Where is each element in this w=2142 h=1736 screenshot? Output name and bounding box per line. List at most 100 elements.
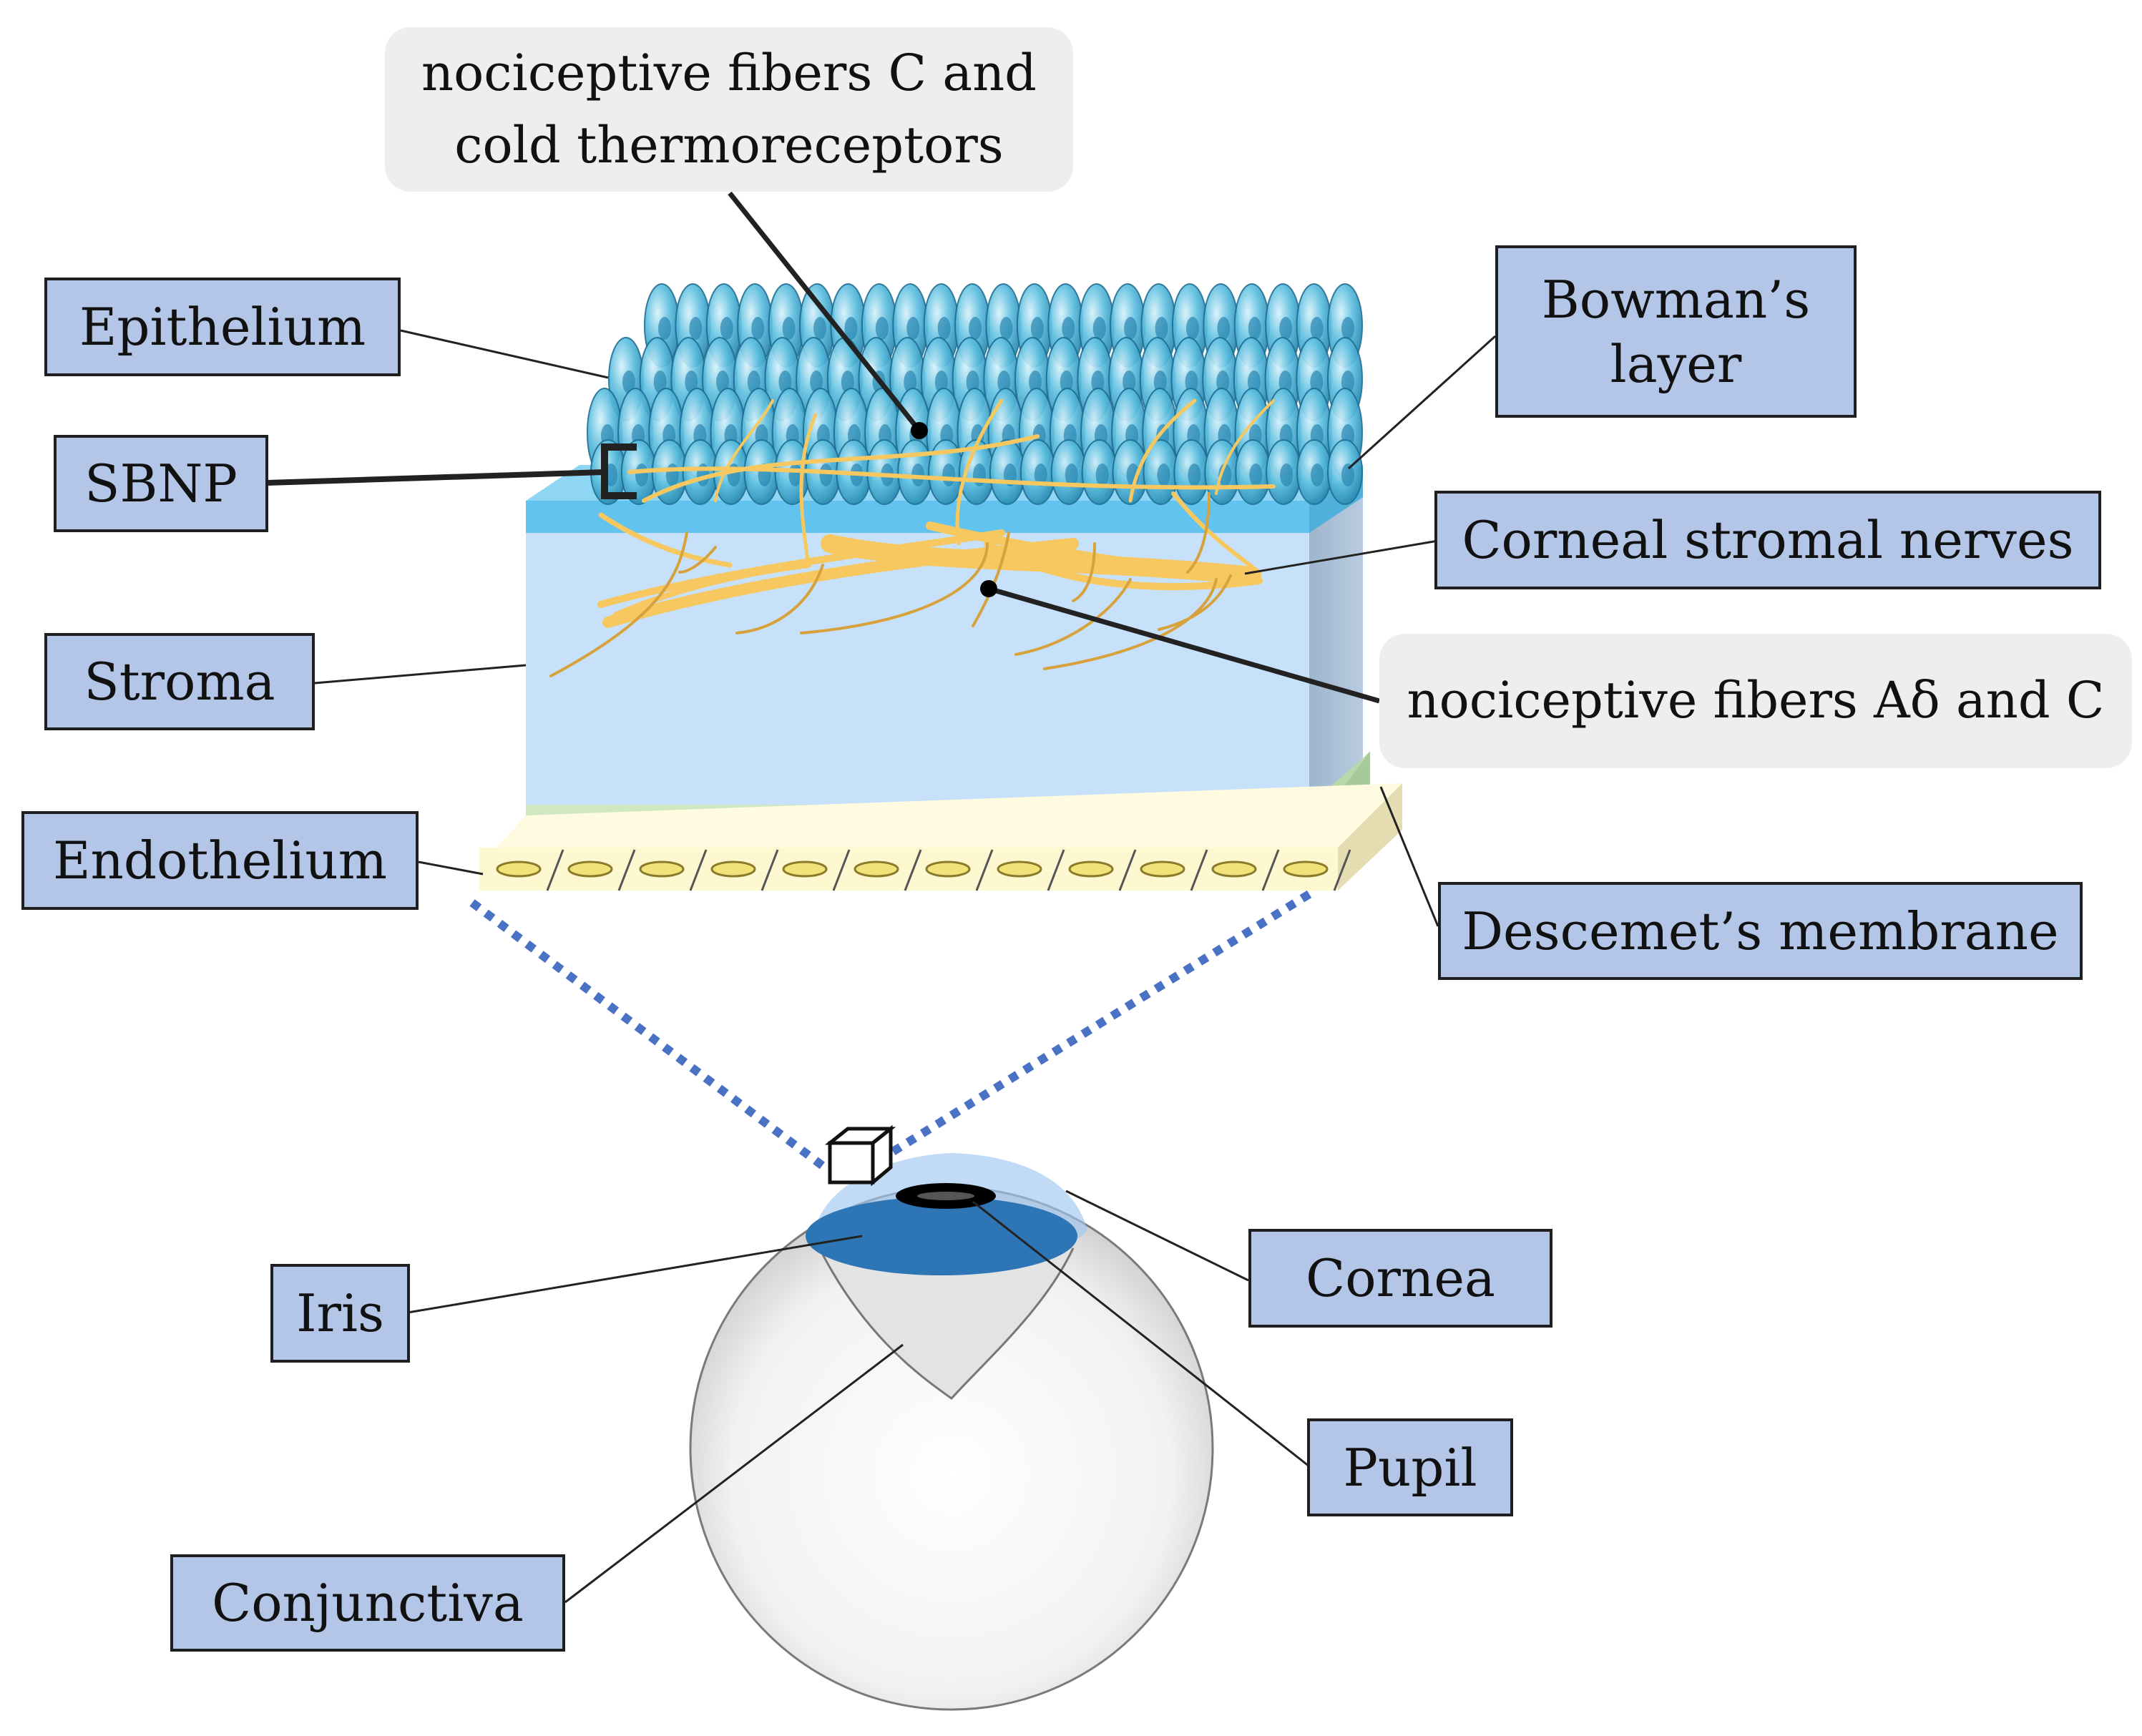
label-bowmans-layer: Bowman’s layer (1495, 245, 1857, 418)
epithelial-cell-nucleus (1062, 317, 1075, 340)
epithelial-cell-nucleus (1034, 464, 1047, 486)
epithelial-cell-nucleus (1124, 317, 1138, 340)
epithelial-cell-nucleus (937, 317, 951, 340)
epithelial-cell-nucleus (942, 464, 956, 486)
leader-lines (268, 191, 1497, 1604)
corneal-nerves (549, 398, 1276, 677)
epithelial-cell-nucleus (1279, 317, 1293, 340)
iris-disc (806, 1197, 1077, 1275)
epithelial-cell-nucleus (1341, 317, 1354, 340)
epithelial-cell-nucleus (841, 371, 854, 393)
endothelium-slab (479, 783, 1402, 891)
endothelial-cell (1283, 860, 1329, 878)
label-bowmans-layer-line1: Bowman’s (1541, 269, 1811, 330)
conjunctiva-fold (813, 1237, 1075, 1400)
epithelial-cell-nucleus (911, 464, 925, 486)
epithelial-cell-nucleus (1216, 371, 1230, 393)
epithelial-cell-nucleus (844, 317, 858, 340)
epithelial-cell-nucleus (1092, 317, 1106, 340)
epithelial-cell-nucleus (999, 317, 1013, 340)
endothelial-cell-divider (1047, 849, 1065, 891)
label-endothelium: Endothelium (21, 811, 419, 910)
callout-top-line2: cold thermoreceptors (454, 116, 1004, 175)
endothelial-cell-divider (1190, 849, 1208, 891)
epithelial-cell-nucleus (1155, 317, 1168, 340)
epithelial-cell-nucleus (1249, 464, 1263, 486)
label-descemets-membrane: Descemet’s membrane (1438, 882, 2083, 980)
epithelial-cell-nucleus (1341, 371, 1354, 393)
epithelial-cell-nucleus (969, 317, 982, 340)
endothelial-cell (1140, 860, 1185, 878)
epithelial-cell-nucleus (1188, 464, 1201, 486)
epithelial-cell-nucleus (997, 371, 1011, 393)
zoom-lines (469, 890, 1312, 1169)
epithelial-cell-nucleus (665, 464, 679, 486)
endothelial-cell-divider (832, 849, 851, 891)
epithelial-cell-nucleus (716, 371, 730, 393)
epithelial-cell-nucleus (1123, 371, 1136, 393)
epithelium-cells (587, 283, 1363, 505)
epithelial-cell-nucleus (1091, 371, 1105, 393)
label-epithelium: Epithelium (44, 278, 401, 376)
epithelial-cell-nucleus (778, 371, 792, 393)
endothelial-cell (997, 860, 1042, 878)
epithelial-cell-nucleus (819, 464, 833, 486)
endothelial-cell-divider (546, 849, 564, 891)
epithelial-cell-nucleus (635, 464, 648, 486)
endothelial-cell-divider (1118, 849, 1137, 891)
epithelial-cell-nucleus (1185, 371, 1198, 393)
epithelial-cell-nucleus (1311, 464, 1324, 486)
epithelial-cell-nucleus (1310, 317, 1324, 340)
epithelial-cell-nucleus (1157, 464, 1170, 486)
epithelial-cell-nucleus (1029, 371, 1042, 393)
endothelial-cell-divider (761, 849, 779, 891)
epithelial-cell-nucleus (966, 371, 979, 393)
epithelial-cell-nucleus (685, 371, 698, 393)
endothelial-cells (496, 849, 1351, 891)
endothelial-cell-divider (689, 849, 708, 891)
leader-dots (911, 422, 997, 597)
epithelial-cell-nucleus (1247, 371, 1261, 393)
zoom-box-icon (824, 1124, 896, 1187)
endothelial-cell (567, 860, 613, 878)
epithelial-cell-nucleus (720, 317, 733, 340)
endothelial-cell-divider (975, 849, 994, 891)
endothelial-cell-divider (1333, 849, 1351, 891)
endothelial-cell (925, 860, 971, 878)
label-bowmans-layer-line2: layer (1610, 333, 1742, 394)
epithelial-cell-nucleus (1065, 464, 1078, 486)
endothelial-cell (710, 860, 756, 878)
endothelial-cell (496, 860, 542, 878)
epithelial-cell-nucleus (1185, 317, 1199, 340)
endothelial-cell-divider (617, 849, 636, 891)
label-conjunctiva: Conjunctiva (170, 1554, 565, 1652)
label-sbnp: SBNP (54, 435, 268, 532)
epithelial-cell-nucleus (904, 371, 917, 393)
epithelial-cell-nucleus (1341, 464, 1354, 486)
epithelial-cell-nucleus (1095, 464, 1109, 486)
epithelial-cell-nucleus (1217, 317, 1231, 340)
label-cornea: Cornea (1248, 1229, 1552, 1328)
epithelial-cell-nucleus (934, 371, 948, 393)
epithelial-cell-nucleus (1060, 371, 1073, 393)
endothelial-cell-divider (904, 849, 922, 891)
epithelial-cell-nucleus (689, 317, 703, 340)
epithelial-cell-nucleus (973, 464, 986, 486)
epithelial-cell-nucleus (782, 317, 796, 340)
epithelial-cell-nucleus (622, 371, 635, 393)
eyeball (689, 1153, 1214, 1711)
endothelial-cell (1211, 860, 1257, 878)
epithelial-cell-nucleus (1278, 371, 1292, 393)
endothelial-cell (854, 860, 899, 878)
epithelial-cell-nucleus (1153, 371, 1167, 393)
endothelial-cell (1068, 860, 1114, 878)
epithelial-cell-nucleus (1280, 464, 1293, 486)
label-corneal-stromal-nerves: Corneal stromal nerves (1434, 491, 2101, 589)
epithelial-cell-nucleus (1248, 317, 1261, 340)
epithelial-cell-nucleus (653, 371, 667, 393)
epithelial-cell-nucleus (813, 317, 827, 340)
label-pupil: Pupil (1307, 1418, 1513, 1516)
epithelial-cell-nucleus (875, 317, 889, 340)
epithelial-cell-nucleus (658, 317, 671, 340)
endothelial-cell (782, 860, 828, 878)
